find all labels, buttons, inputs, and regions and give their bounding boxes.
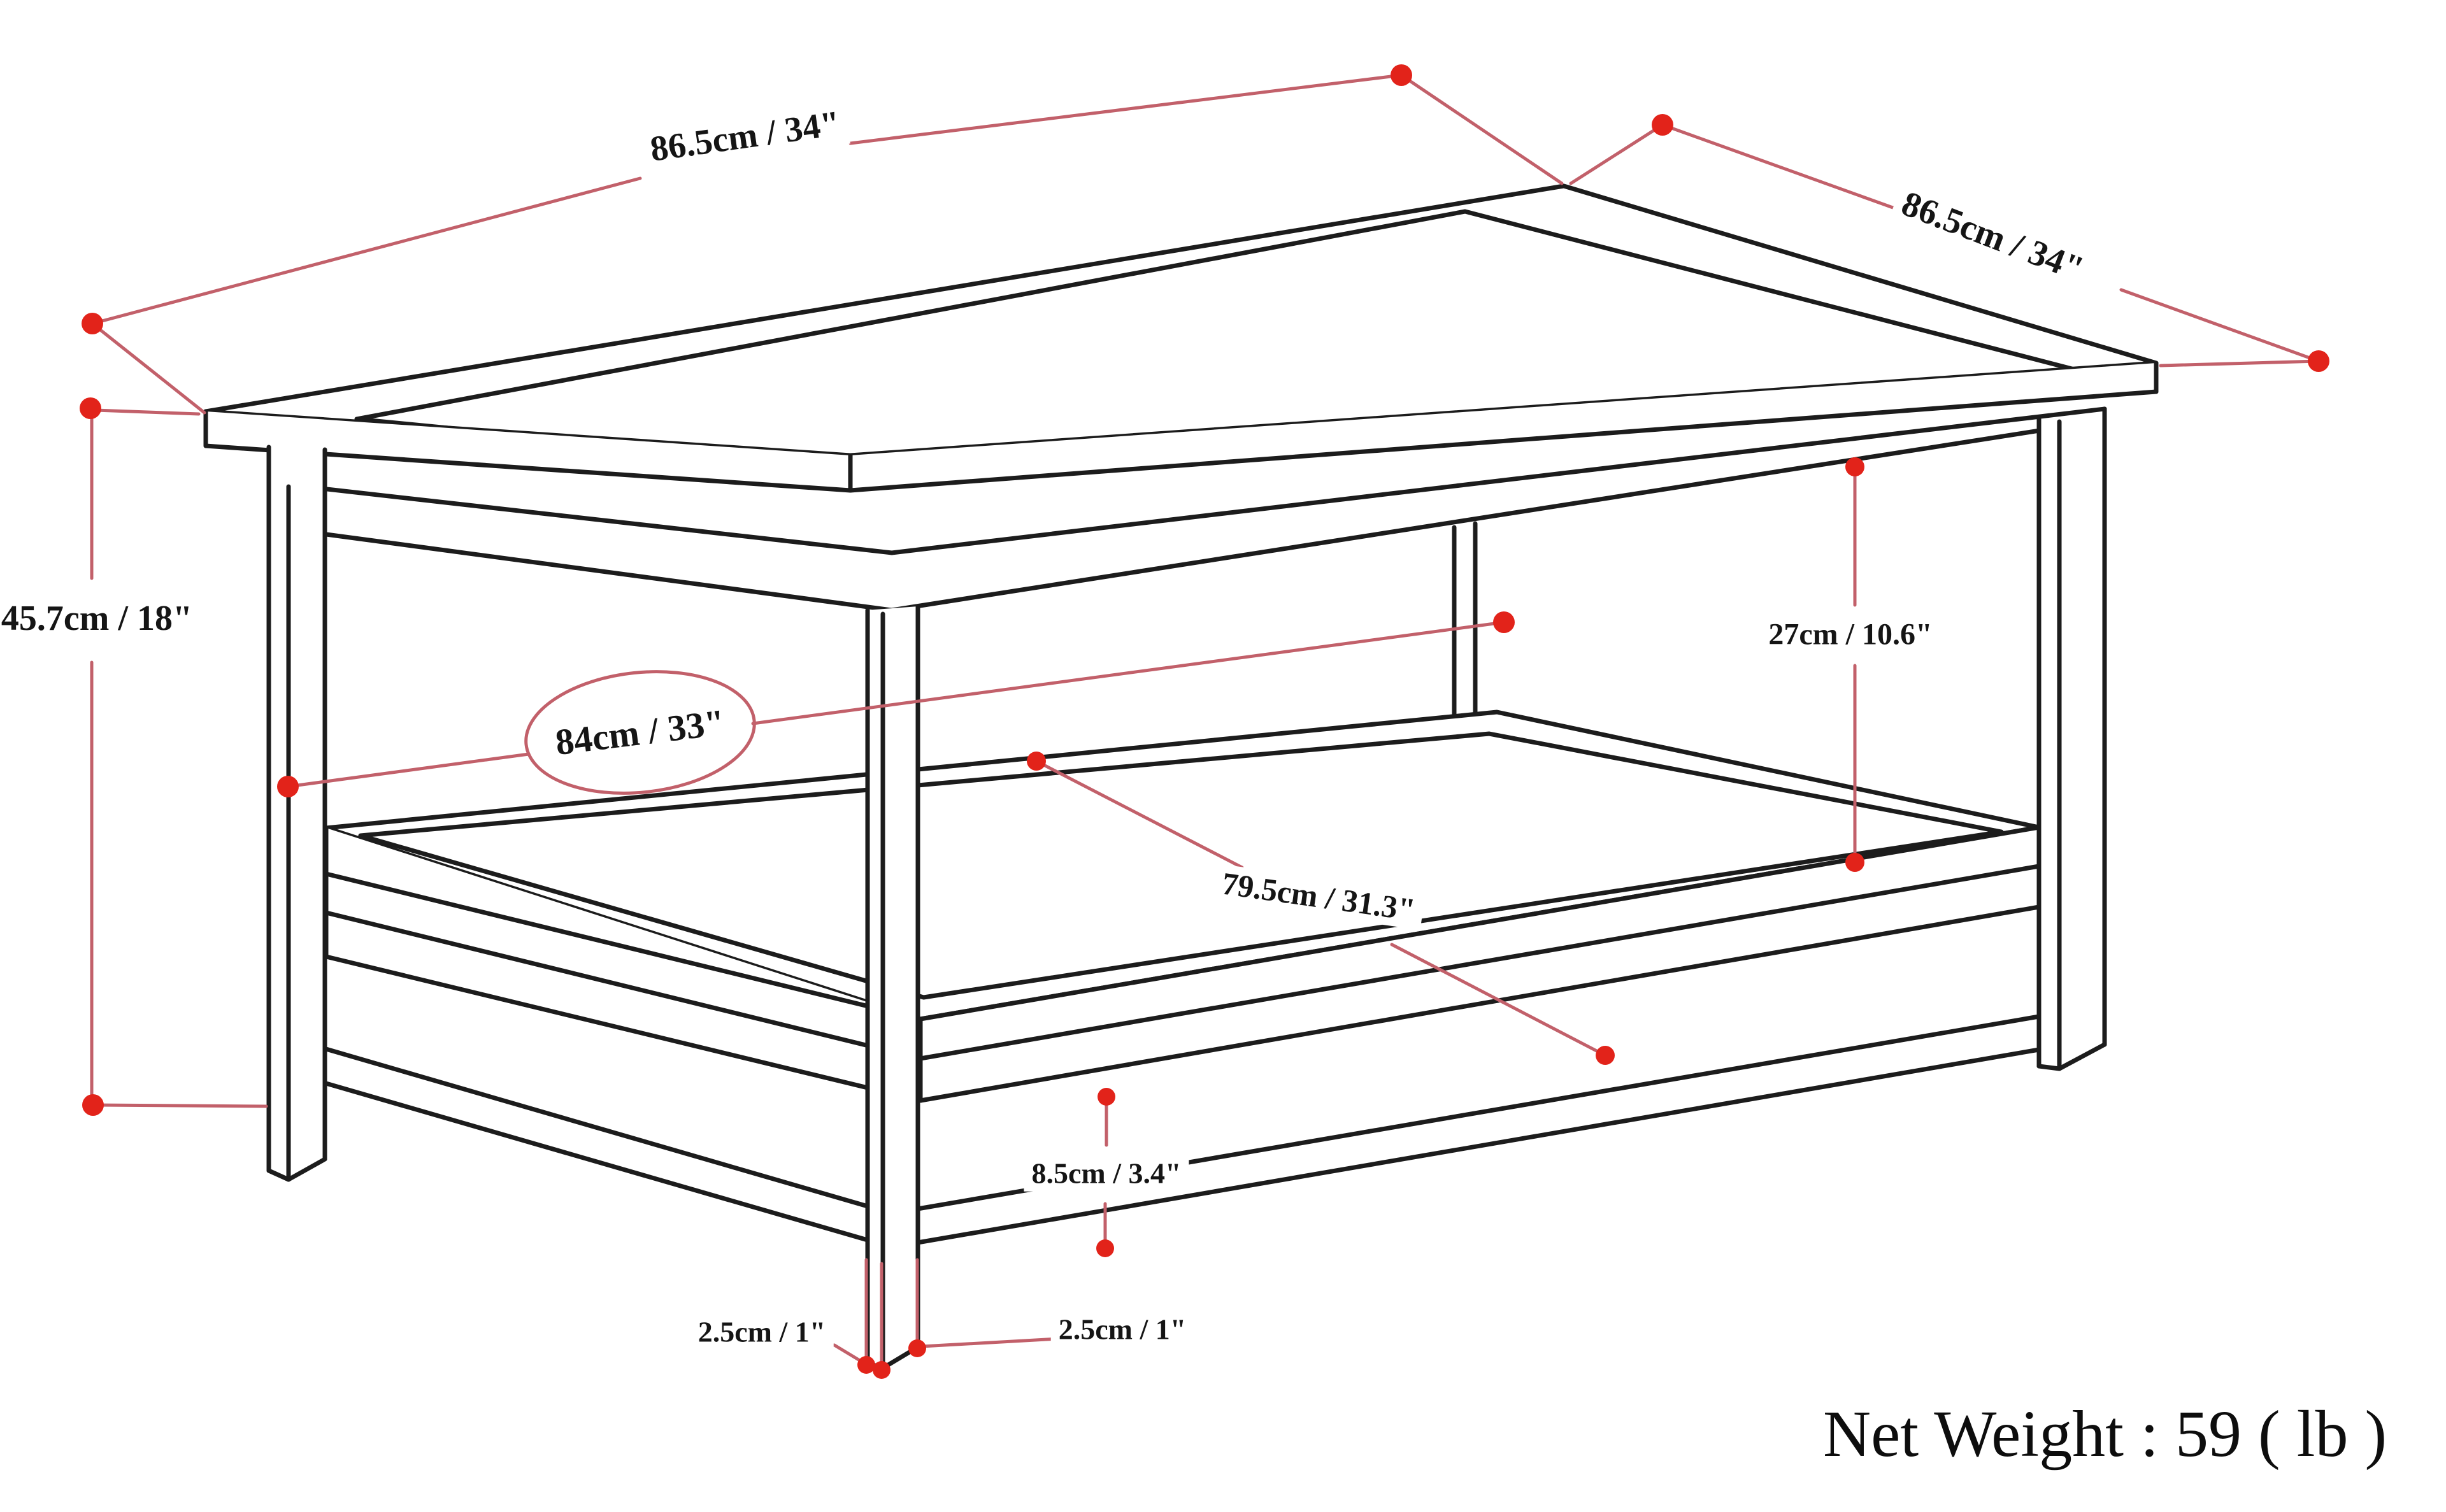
back-leg [1452,521,1478,721]
dim-top-depth-line [1569,123,2321,367]
dot-leg-foot-a [857,1356,875,1374]
dim-label-leg-thickness-left: 2.5cm / 1" [690,1315,834,1350]
dot-height-top [80,397,101,419]
dot-leg-foot-c [908,1339,926,1357]
dot-shelf-to-floor-bottom [1096,1239,1114,1257]
dim-label-height: 45.7cm / 18" [0,598,201,640]
dim-leg-thickness-lines [694,1258,1061,1370]
dot-height-bottom [82,1094,104,1116]
dot-shelf-depth-left [1027,752,1046,771]
left-leg [266,445,327,1182]
dot-top-depth-right [2308,350,2329,372]
dot-top-width-left [82,313,103,334]
front-leg [865,604,920,1371]
dot-clearance-bottom [1845,853,1864,872]
net-weight-text: Net Weight : 59 ( lb ) [1823,1397,2387,1471]
dimension-lines [90,73,2321,1370]
dot-top-width-right [1391,64,1412,86]
tabletop [203,183,2159,613]
dim-label-clearance: 27cm / 10.6" [1761,617,1940,653]
dim-label-shelf-to-floor: 8.5cm / 3.4" [1024,1156,1189,1192]
bottom-shelf [324,710,2042,1103]
dot-clearance-top [1845,457,1864,476]
dim-label-leg-thickness-right: 2.5cm / 1" [1050,1312,1194,1348]
dot-shelf-width-right [1493,611,1515,633]
dim-height-line [90,408,268,1108]
dot-shelf-width-left [277,776,299,797]
dim-shelf-depth-line [1034,759,1607,1057]
right-leg [2036,413,2107,1071]
dot-shelf-depth-right [1596,1046,1615,1065]
dim-shelf-width-line [286,620,1506,795]
dot-shelf-to-floor-top [1098,1088,1115,1106]
dot-top-depth-left [1652,114,1673,136]
dimension-dots [80,64,2329,1379]
dot-leg-foot-b [873,1361,890,1379]
dim-top-width-line [90,73,1564,415]
